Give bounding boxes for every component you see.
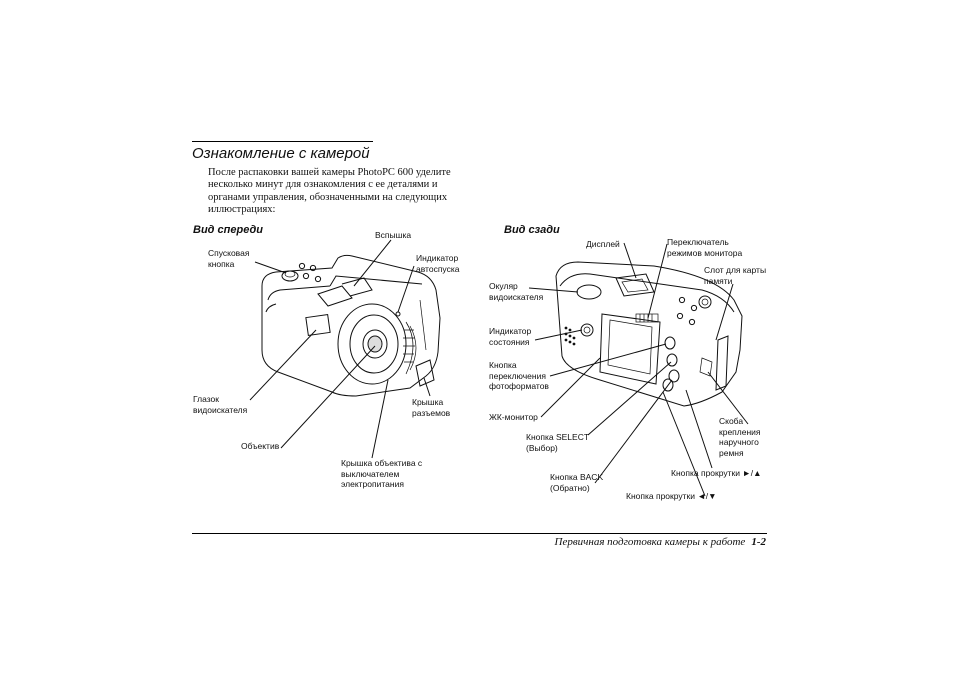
bottom-rule [192,533,767,534]
label-format-button: Кнопка переключения фотоформатов [489,360,549,391]
label-viewfinder-eye: Глазок видоискателя [193,394,248,415]
label-shutter: Спусковая кнопка [208,248,250,269]
page-footer: Первичная подготовка камеры к работе 1-2 [555,536,766,548]
page-number: 1-2 [751,536,766,548]
top-rule [192,141,373,142]
intro-paragraph: После распаковки вашей камеры PhotoPC 60… [208,167,451,215]
label-scroll-left: Кнопка прокрутки ◄/▼ [626,491,717,501]
label-monitor-switch: Переключатель режимов монитора [667,237,743,258]
label-connector-cover: Крышка разъемов [412,397,451,418]
back-leader-lines [528,242,749,497]
label-flash: Вспышка [375,230,412,240]
label-strap-mount: Скоба крепления наручного ремня [719,416,761,458]
label-select-button: Кнопка SELECT (Выбор) [526,432,589,453]
label-scroll-right: Кнопка прокрутки ►/▲ [671,468,762,478]
label-self-timer: Индикатор автоспуска [416,253,460,274]
label-eyepiece: Окуляр видоискателя [489,281,544,302]
front-view-heading: Вид спереди [193,224,263,236]
footer-chapter: Первичная подготовка камеры к работе [554,536,746,548]
label-lens-cover: Крышка объектива с выключателем электроп… [341,458,423,489]
label-lcd-monitor: ЖК-монитор [489,412,538,422]
section-title: Ознакомление с камерой [192,145,370,162]
label-lens: Объектив [241,441,280,451]
back-view-heading: Вид сзади [504,224,560,236]
label-status-indicator: Индикатор состояния [489,326,532,347]
label-card-slot: Слот для карты памяти [704,265,767,286]
label-display: Дисплей [586,239,620,249]
label-back-button: Кнопка BACK (Обратно) [550,472,604,493]
front-camera-drawing [261,254,441,397]
front-leader-lines [249,239,431,459]
